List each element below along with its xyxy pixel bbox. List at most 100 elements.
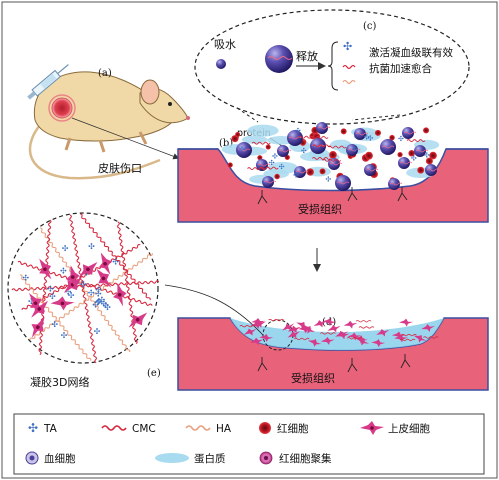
ta-crosslink: ✣ — [99, 296, 106, 305]
ta-crosslink: ✣ — [83, 268, 90, 277]
sphere-chain — [257, 163, 271, 167]
sphere-chain — [426, 168, 440, 172]
ta-crosslink: ✣ — [61, 331, 68, 340]
network-strand — [39, 227, 131, 353]
cmc-chain — [355, 320, 372, 323]
epithelial-cell-body — [376, 329, 390, 337]
red-blood-cell — [340, 128, 347, 135]
protein-icon — [155, 453, 189, 463]
healing-section-d: (d) 受损组织 — [164, 284, 489, 391]
protein-blob — [241, 135, 268, 144]
epithelial-cell — [31, 300, 49, 318]
epithelial-cell-body — [394, 334, 409, 343]
ta-crosslink: ✣ — [367, 134, 373, 142]
sphere-chain — [381, 145, 395, 149]
red-blood-cell — [389, 134, 395, 141]
polymer-chain — [29, 253, 153, 341]
epithelial-cell-body — [391, 331, 406, 340]
panel-label-e: (e) — [147, 368, 161, 379]
legend-label-epithelial: 上皮细胞 — [388, 422, 430, 435]
epithelial-cell — [307, 339, 322, 347]
panel-label-a: (a) — [98, 68, 112, 79]
rbc-aggregate-icon-core — [264, 456, 268, 460]
cmc-chain — [298, 135, 318, 139]
epithelial-cell — [320, 337, 335, 345]
epithelial-cell — [298, 325, 313, 334]
surface-molecule — [347, 358, 358, 373]
legend-label-rbc: 红细胞 — [277, 422, 309, 435]
red-blood-cell — [417, 166, 425, 174]
callout-connector-right — [351, 114, 401, 121]
red-blood-cell — [329, 151, 337, 159]
legend-label-protein: 蛋白质 — [194, 452, 226, 465]
release-label: 释放 — [296, 49, 318, 63]
cmc-chain — [251, 141, 271, 145]
hydrogel-sphere — [310, 138, 326, 154]
red-blood-cell — [365, 151, 373, 160]
epithelial-cell-body — [287, 325, 301, 334]
ta-crosslink: ✣ — [112, 258, 119, 267]
epithelial-cell-body — [287, 331, 300, 339]
epithelial-cell-body — [320, 337, 335, 345]
effect-line-1: 激活凝血级联有效 — [369, 46, 453, 59]
sphere-chain — [347, 148, 361, 152]
network-strand — [19, 274, 92, 361]
ta-crosslink: ✣ — [95, 298, 102, 307]
epithelial-cell-body — [302, 326, 316, 334]
hydrogel-sphere — [287, 130, 303, 146]
ta-crosslink: ✣ — [68, 291, 75, 300]
surface-molecule — [397, 187, 408, 202]
sphere-chain — [278, 149, 292, 153]
ta-crosslink: ✣ — [94, 327, 101, 336]
protein-blob — [267, 161, 298, 174]
epithelial-cell-body — [322, 318, 337, 327]
red-blood-cell — [274, 173, 280, 180]
epithelial-cell — [371, 339, 386, 348]
epithelial-cell — [252, 320, 267, 328]
damaged-tissue-label-bottom: 受损组织 — [291, 371, 335, 385]
mouse-to-wound-arrow — [71, 117, 180, 160]
sphere-chain — [355, 132, 369, 136]
epithelial-cell-nucleus — [103, 261, 107, 266]
polymer-chain — [39, 227, 131, 353]
cmc-chain — [399, 338, 416, 342]
surface-molecule — [257, 357, 268, 372]
legend-label-cmc: CMC — [132, 423, 156, 435]
red-blood-cell — [319, 168, 326, 175]
cmc-chain — [346, 337, 363, 340]
cmc-chain — [268, 318, 284, 322]
surface-molecule — [347, 187, 358, 202]
sphere-chain — [365, 168, 379, 172]
epithelial-cell-body — [296, 321, 310, 330]
cmc-chain — [322, 158, 342, 162]
epithelial-cell-icon — [360, 421, 384, 435]
wound-particles: ✣✣✣✣✣✣✣✣✣✣✣✣✣✣ — [221, 122, 440, 205]
ta-crosslink: ✣ — [272, 152, 278, 160]
protein-blob — [247, 124, 279, 137]
panel-label-b: (b) — [219, 138, 233, 149]
ta-crosslink: ✣ — [279, 163, 285, 171]
ha-release-icon — [342, 79, 356, 85]
red-blood-cell — [429, 151, 437, 160]
epithelial-cell-body — [249, 337, 264, 346]
callout-c: 吸水 释放 ✣ 激活凝血级联有效 抗菌加速愈合 (c) — [194, 9, 470, 125]
epithelial-cell — [353, 335, 368, 344]
epithelial-cell — [302, 326, 316, 334]
surface-molecule — [400, 354, 411, 369]
epithelial-cell-body — [335, 330, 349, 339]
sphere-chain — [295, 170, 309, 174]
epithelial-cell — [327, 324, 341, 333]
ta-crosslink: ✣ — [88, 242, 95, 251]
tissue-block-b — [177, 148, 489, 223]
ta-crosslink: ✣ — [51, 320, 58, 329]
legend: ✣ TA CMC HA 红细胞 上皮细胞 血细胞 蛋白质 红细胞聚集 — [13, 413, 485, 475]
sphere-chain — [399, 161, 413, 165]
epithelial-cell — [31, 317, 45, 338]
epithelial-cell — [287, 331, 300, 339]
epithelial-cell-body — [282, 323, 295, 331]
sphere-chain — [336, 181, 350, 185]
ta-crosslink: ✣ — [424, 152, 430, 160]
epithelial-cell-nucleus — [117, 292, 122, 297]
epithelial-cell — [398, 318, 413, 327]
mouse-wound — [51, 97, 73, 119]
